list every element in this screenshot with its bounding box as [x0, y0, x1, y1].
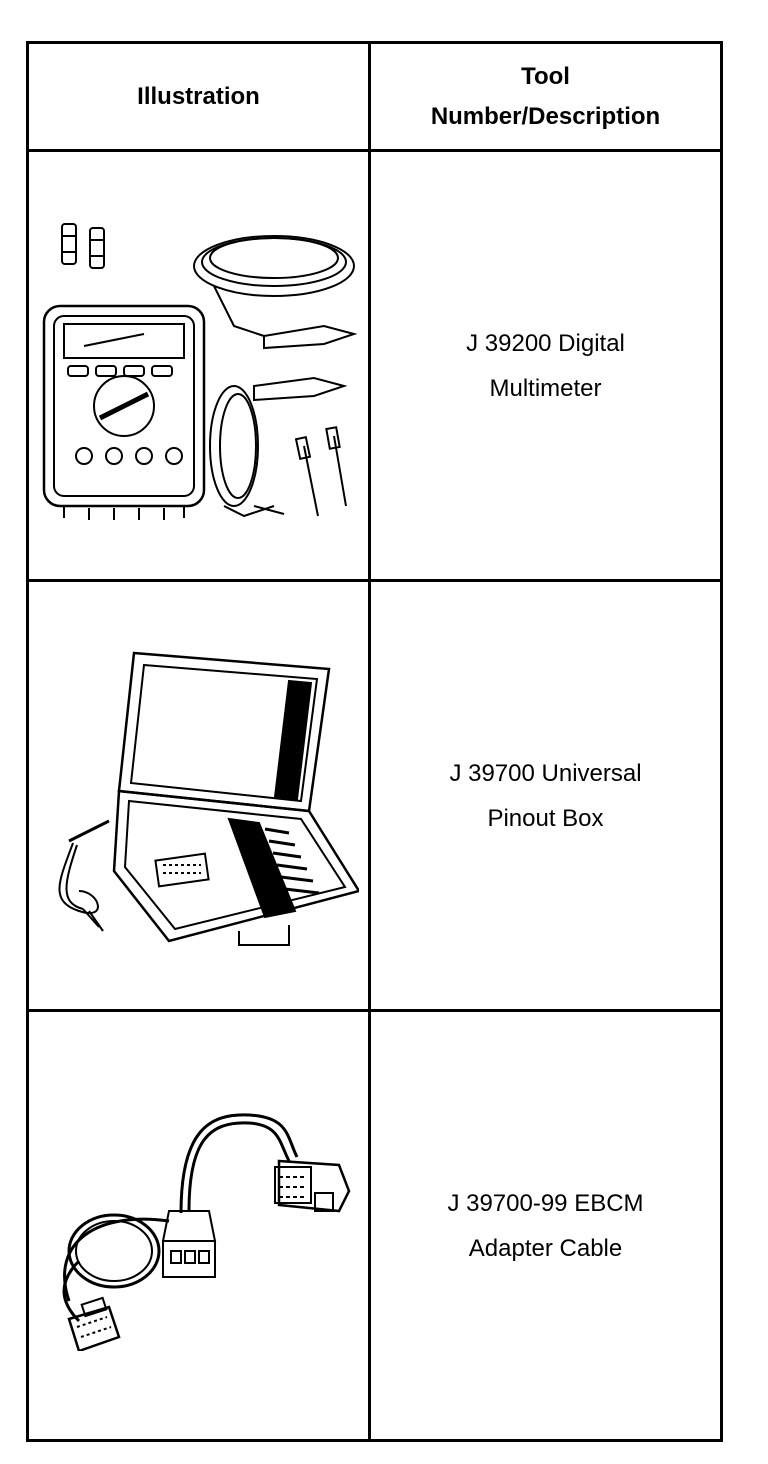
table-row: J 39700-99 EBCM Adapter Cable — [26, 1009, 723, 1442]
tool-description-line2: Pinout Box — [487, 804, 604, 832]
header-tool-line2: Number/Description — [430, 102, 661, 130]
tool-description-line2: Adapter Cable — [468, 1234, 623, 1262]
tool-number: J 39700 Universal — [449, 759, 642, 787]
illustration-cell — [26, 149, 371, 582]
tool-description: J 39700 Universal Pinout Box — [371, 751, 720, 841]
digital-multimeter-icon — [34, 206, 364, 526]
header-tool: Tool Number/Description — [368, 41, 723, 152]
tool-description: J 39200 Digital Multimeter — [371, 321, 720, 411]
tool-description: J 39700-99 EBCM Adapter Cable — [371, 1181, 720, 1271]
description-cell: J 39700-99 EBCM Adapter Cable — [368, 1009, 723, 1442]
header-tool-line1: Tool — [521, 62, 570, 90]
table-row: J 39700 Universal Pinout Box — [26, 579, 723, 1012]
description-cell: J 39200 Digital Multimeter — [368, 149, 723, 582]
illustration-cell — [26, 1009, 371, 1442]
header-illustration: Illustration — [26, 41, 371, 152]
table-row: J 39200 Digital Multimeter — [26, 149, 723, 582]
illustration-cell — [26, 579, 371, 1012]
pinout-box-icon — [39, 641, 359, 951]
table-header-row: Illustration Tool Number/Description — [26, 41, 723, 152]
tool-description-line2: Multimeter — [489, 374, 602, 402]
adapter-cable-icon — [39, 1101, 359, 1351]
tool-number: J 39700-99 EBCM — [447, 1189, 644, 1217]
header-illustration-label: Illustration — [137, 82, 260, 110]
tool-number: J 39200 Digital — [466, 329, 625, 357]
description-cell: J 39700 Universal Pinout Box — [368, 579, 723, 1012]
tool-table: Illustration Tool Number/Description — [26, 41, 723, 1442]
